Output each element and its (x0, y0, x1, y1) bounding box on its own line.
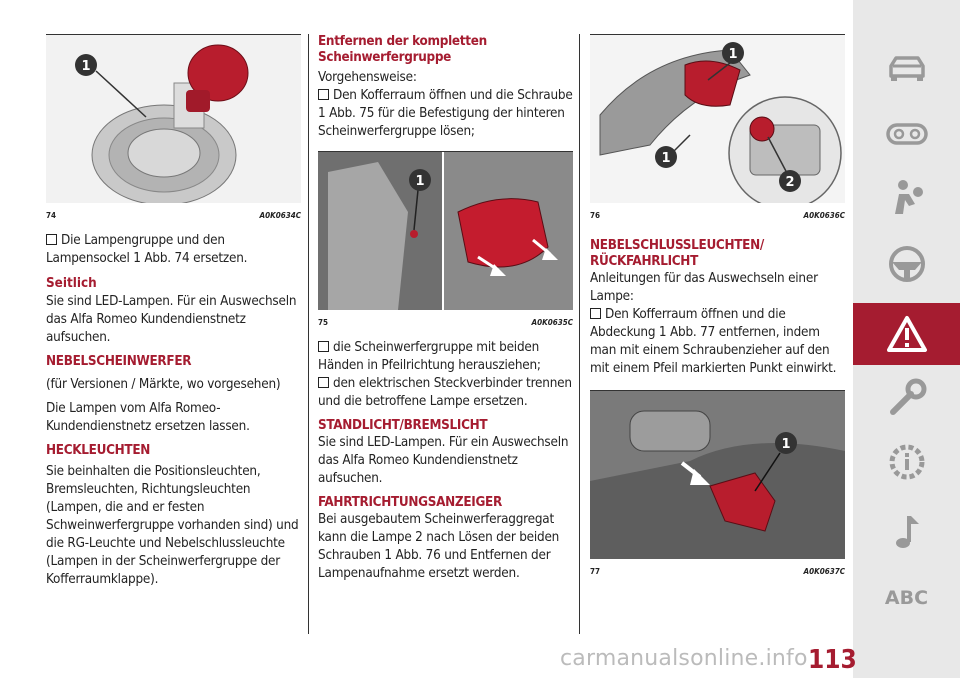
figure-77-number: 77 (590, 567, 601, 576)
sidebar-item-dashboard[interactable] (853, 104, 960, 164)
sidebar-item-technical-data[interactable] (853, 432, 960, 492)
col3-para-anleitungen: Anleitungen für das Auswechseln einer La… (590, 271, 818, 304)
watermark: carmanualsonline.info (560, 646, 808, 671)
figure-76-callout-1a: 1 (728, 47, 737, 62)
figure-75-image: 1 (318, 152, 573, 310)
col1-bullet-replace: Die Lampengruppe und den Lampensockel 1 … (46, 232, 301, 268)
gear-info-icon (889, 444, 924, 480)
figure-77: 1 77 A0K0637C (590, 390, 845, 576)
figure-76-caption: 76 A0K0636C (590, 211, 845, 220)
col1-para-versions: (für Versionen / Märkte, wo vorgesehen) (46, 377, 281, 392)
figure-74-code: A0K0634C (259, 211, 301, 220)
col2-bullet-disconnect: den elektrischen Steckverbinder trennen … (318, 376, 572, 409)
figure-76-callout-1b: 1 (661, 151, 670, 166)
col2-para-fahrtrichtung: Bei ausgebautem Scheinwerferaggregat kan… (318, 512, 560, 581)
page-number: 113 (808, 645, 857, 675)
heading-nebelschlussleuchten: NEBELSCHLUSSLEUCHTEN/ RÜCKFAHRLICHT (590, 238, 764, 269)
column-1: 1 74 A0K0634C Die Lampengruppe und den L… (46, 34, 301, 589)
figure-76-callout-2: 2 (785, 175, 794, 190)
col2-para-standlicht: Sie sind LED-Lampen. Für ein Auswechseln… (318, 435, 569, 486)
figure-74-number: 74 (46, 211, 57, 220)
figure-77-image: 1 (590, 391, 845, 559)
figure-77-code: A0K0637C (803, 567, 845, 576)
heading-heckleuchten: HECKLEUCHTEN (46, 443, 151, 458)
heading-fahrtrichtung: FAHRTRICHTUNGSANZEIGER (318, 495, 502, 510)
seatbelt-icon (894, 180, 923, 214)
figure-76-code: A0K0636C (803, 211, 845, 220)
heading-seitlich: Seitlich (46, 276, 97, 291)
sidebar-item-index[interactable]: ABC (853, 568, 960, 628)
figure-77-caption: 77 A0K0637C (590, 567, 845, 576)
sidebar-item-driving[interactable] (853, 234, 960, 294)
chapter-sidebar: ABC (853, 0, 960, 678)
col2-para-vorgehensweise: Vorgehensweise: (318, 70, 417, 85)
col1-para-nebel: Die Lampen vom Alfa Romeo-Kundendienstne… (46, 401, 250, 434)
warning-icon (886, 316, 927, 352)
sidebar-item-car[interactable] (853, 38, 960, 98)
column-divider-right (579, 34, 580, 634)
figure-75: 1 75 A0K0635C (318, 151, 573, 327)
sidebar-item-emergency[interactable] (853, 303, 960, 365)
sidebar-abc-label: ABC (884, 587, 929, 609)
car-icon (888, 56, 925, 81)
figure-74: 1 74 A0K0634C (46, 34, 301, 220)
col1-para-seitlich: Sie sind LED-Lampen. Für ein Auswechseln… (46, 294, 297, 345)
dashboard-icon (885, 123, 928, 145)
col2-bullet-open: Den Kofferraum öffnen und die Schraube 1… (318, 88, 573, 139)
figure-76-number: 76 (590, 211, 601, 220)
column-3: 1 1 2 76 A0K0636C NEBELSCHLUSSLEUCHTEN/ … (590, 34, 845, 576)
sidebar-item-safety[interactable] (853, 168, 960, 228)
col3-bullet-open: Den Kofferraum öffnen und die Abdeckung … (590, 306, 845, 378)
figure-75-code: A0K0635C (531, 318, 573, 327)
column-divider-left (308, 34, 309, 634)
wrench-icon (889, 378, 926, 415)
sidebar-item-multimedia[interactable] (853, 502, 960, 562)
heading-entfernen: Entfernen der kompletten Scheinwerfergru… (318, 34, 487, 65)
figure-74-caption: 74 A0K0634C (46, 211, 301, 220)
figure-74-callout-1: 1 (81, 59, 90, 74)
column-2: Entfernen der kompletten Scheinwerfergru… (318, 34, 573, 583)
figure-75-number: 75 (318, 318, 329, 327)
heading-standlicht: STANDLICHT/BREMSLICHT (318, 418, 488, 433)
figure-76-image: 1 1 2 (590, 35, 845, 210)
steering-wheel-icon (888, 246, 925, 282)
col2-bullet-pull: die Scheinwerfergruppe mit beiden Händen… (318, 339, 573, 375)
col1-para-heck: Sie beinhalten die Positionsleuchten, Br… (46, 464, 299, 587)
figure-75-callout-1: 1 (415, 174, 424, 189)
figure-76: 1 1 2 76 A0K0636C (590, 34, 845, 220)
figure-75-caption: 75 A0K0635C (318, 318, 573, 327)
figure-77-callout-1: 1 (781, 437, 790, 452)
heading-nebelscheinwerfer: NEBELSCHEINWERFER (46, 354, 192, 369)
sidebar-item-maintenance[interactable] (853, 368, 960, 428)
figure-74-image: 1 (46, 35, 301, 206)
music-note-icon (895, 516, 919, 548)
